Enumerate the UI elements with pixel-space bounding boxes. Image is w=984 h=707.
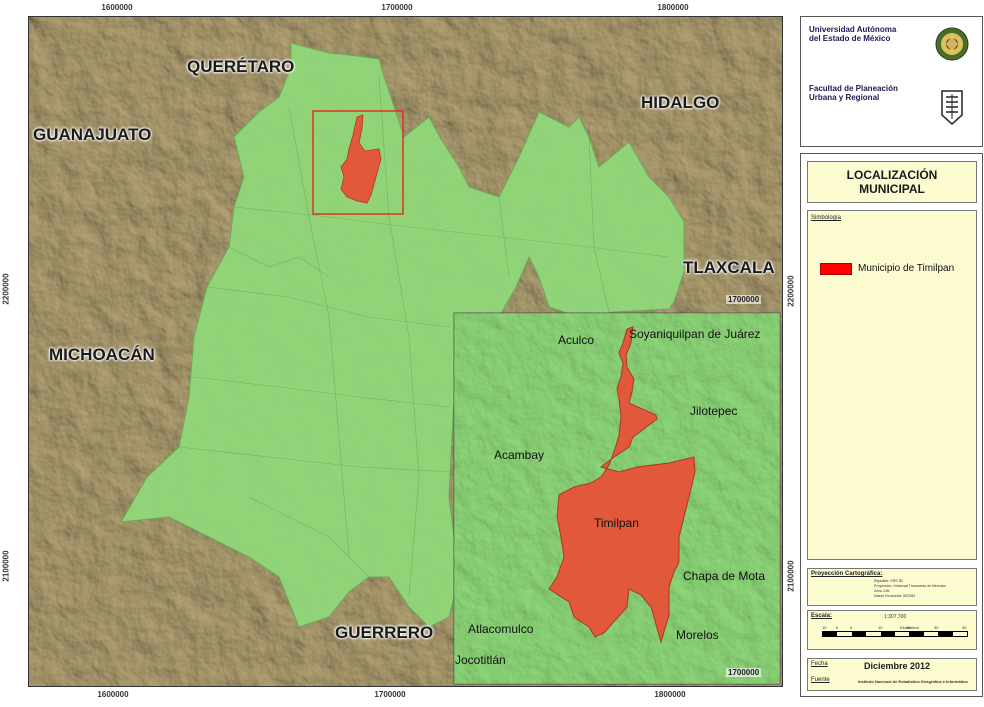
state-of-mexico-area: [120, 42, 685, 628]
map-canvas[interactable]: QUERÉTARO GUANAJUATO HIDALGO TLAXCALA MI…: [28, 16, 783, 687]
faculty-logo-icon: [941, 90, 963, 126]
state-label-tlaxcala: TLAXCALA: [683, 258, 775, 277]
scale-tick-1: 10: [822, 625, 827, 630]
university-seal-icon: [935, 27, 969, 61]
date-value: Diciembre 2012: [864, 661, 931, 671]
place-label-soyaniquilpan: Soyaniquilpan de Juárez: [629, 327, 761, 341]
place-label-acambay: Acambay: [494, 448, 545, 462]
state-label-michoacan: MICHOACÁN: [49, 345, 155, 364]
scale-tick-4: 10: [878, 625, 883, 630]
scale-tick-7: 40: [962, 625, 967, 630]
place-label-jocotitlan: Jocotitlán: [455, 653, 506, 667]
scale-heading: Escala:: [811, 613, 833, 619]
place-label-timilpan: Timilpan: [594, 516, 639, 530]
scale-tick-3: 0: [850, 625, 853, 630]
tick-y-right-1: 2200000: [786, 275, 796, 307]
projection-heading: Proyección Cartográfica:: [811, 571, 883, 577]
legend-box: Simbología Municipio de Timilpan: [807, 210, 977, 560]
scale-tick-2: 5: [836, 625, 839, 630]
scale-box: Escala: 1:307,700 Kilometers 10 5 0 10 2…: [807, 610, 977, 650]
highlight-frame: [312, 110, 404, 215]
map-frame: 1600000 1700000 1800000 1600000 1700000 …: [1, 3, 796, 699]
state-label-hidalgo: HIDALGO: [641, 93, 720, 112]
scale-ratio: 1:307,700: [884, 614, 907, 620]
scale-tick-6: 30: [934, 625, 939, 630]
projection-line-2: Proyección: Universal Transversa de Merc…: [874, 584, 946, 588]
scale-bar: [822, 631, 968, 637]
place-label-morelos: Morelos: [676, 628, 719, 642]
tick-x-bottom-3: 1800000: [654, 690, 686, 699]
tick-x-top-2: 1700000: [381, 3, 413, 12]
state-label-guerrero: GUERRERO: [335, 623, 434, 642]
state-label-queretaro: QUERÉTARO: [187, 57, 295, 76]
tick-y-left-2: 2100000: [1, 550, 11, 582]
legend-swatch: [820, 263, 852, 275]
place-label-aculco: Aculco: [558, 333, 595, 347]
tick-x-top-1: 1600000: [101, 3, 133, 12]
map-title-line-2: MUNICIPAL: [859, 182, 925, 196]
projection-box: Proyección Cartográfica: Elipsoide: GRS …: [807, 568, 977, 606]
state-label-guanajuato: GUANAJUATO: [33, 125, 152, 144]
projection-line-3: Zona 14N: [874, 589, 890, 593]
tick-x-bottom-2: 1700000: [374, 690, 406, 699]
tick-x-bottom-1: 1600000: [97, 690, 129, 699]
inset-coord-top: 1700000: [726, 295, 762, 304]
place-label-atlacomulco: Atlacomulco: [468, 622, 534, 636]
tick-x-top-3: 1800000: [657, 3, 689, 12]
map-title: LOCALIZACIÓN MUNICIPAL: [847, 168, 938, 196]
date-heading: Fecha: [811, 661, 828, 667]
scale-unit: Kilometers: [900, 625, 919, 630]
university-name-line-1: Universidad Autónoma: [809, 25, 897, 34]
inset-coord-bottom: 1700000: [726, 668, 762, 677]
inset-map: [453, 312, 781, 685]
map-title-box: LOCALIZACIÓN MUNICIPAL: [807, 161, 977, 203]
map-info-box: LOCALIZACIÓN MUNICIPAL Simbología Munici…: [800, 153, 983, 697]
legend-item-label: Municipio de Timilpan: [858, 263, 955, 274]
legend-heading: Simbología: [811, 215, 842, 221]
date-source-box: Fecha Diciembre 2012 Fuente Instituto Na…: [807, 658, 977, 691]
map-legend-panel: Universidad Autónoma del Estado de Méxic…: [800, 16, 983, 697]
timilpan-inset: [548, 326, 696, 644]
timilpan-main-map: [340, 114, 382, 204]
source-heading: Fuente: [811, 677, 830, 683]
faculty-name-line-1: Facultad de Planeación: [809, 84, 898, 93]
source-value: Instituto Nacional de Estadística Geográ…: [858, 679, 968, 684]
place-label-chapa-de-mota: Chapa de Mota: [683, 569, 766, 583]
faculty-name: Facultad de Planeación Urbana y Regional: [809, 84, 898, 102]
municipal-boundaries: [178, 76, 670, 598]
tick-y-right-2: 2100000: [786, 560, 796, 592]
institution-header: Universidad Autónoma del Estado de Méxic…: [800, 16, 983, 147]
scale-tick-5: 20: [906, 625, 911, 630]
map-svg: [29, 17, 782, 686]
university-name-line-2: del Estado de México: [809, 34, 891, 43]
projection-line-4: Datum Horizontal: WGS84: [874, 594, 916, 598]
tick-y-left-1: 2200000: [1, 273, 11, 305]
projection-line-1: Elipsoide: GRS 80: [874, 579, 903, 583]
faculty-name-line-2: Urbana y Regional: [809, 93, 880, 102]
place-label-jilotepec: Jilotepec: [690, 404, 738, 418]
map-title-line-1: LOCALIZACIÓN: [846, 168, 938, 182]
university-name: Universidad Autónoma del Estado de Méxic…: [809, 25, 896, 43]
